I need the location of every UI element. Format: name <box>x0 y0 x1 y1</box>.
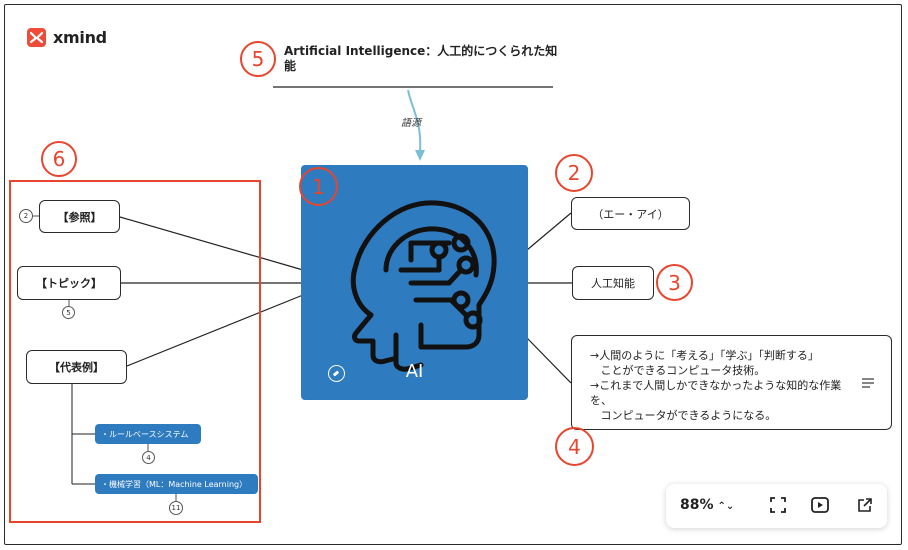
zoom-chevron-icon: ⌃⌄ <box>717 501 735 512</box>
central-topic-label: AI <box>405 361 424 382</box>
annotation-4: 4 <box>555 427 594 466</box>
rule-based-count: 4 <box>146 453 151 462</box>
node-examples[interactable]: 【代表例】 <box>26 350 127 384</box>
annotation-2: 2 <box>555 154 593 192</box>
play-icon[interactable] <box>811 496 829 514</box>
bottom-toolbar: 88%⌃⌄ <box>666 484 887 528</box>
annotation-5-label: 5 <box>251 47 265 71</box>
description-text: →人間のように「考える」「学ぶ」「判断する」 ことができるコンピュータ技術。 →… <box>590 349 842 422</box>
topic-title[interactable]: Artificial Intelligence：人工的につくられた知能 <box>284 44 558 73</box>
node-reading[interactable]: （エー・アイ） <box>571 197 690 230</box>
zoom-level: 88% <box>680 497 714 513</box>
relation-label[interactable]: 語源 <box>401 118 421 129</box>
machine-learning-count: 11 <box>171 504 181 512</box>
node-reference-label: 【参照】 <box>57 210 102 224</box>
subtopic-machine-learning[interactable]: ・機械学習（ML：Machine Learning） <box>95 474 258 494</box>
node-japanese-term-label: 人工知能 <box>591 277 635 290</box>
annotation-2-label: 2 <box>567 161 581 185</box>
node-examples-label: 【代表例】 <box>49 361 104 374</box>
annotation-1: 1 <box>299 167 338 206</box>
annotation-3: 3 <box>656 264 693 301</box>
machine-learning-count-badge[interactable]: 11 <box>169 501 183 515</box>
node-description[interactable]: →人間のように「考える」「学ぶ」「判断する」 ことができるコンピュータ技術。 →… <box>571 335 892 430</box>
annotation-6: 6 <box>41 141 77 177</box>
subtopic-rule-based-label: ・ルールベースシステム <box>101 429 189 439</box>
ai-head-icon <box>350 200 497 372</box>
node-reading-label: （エー・アイ） <box>592 207 669 221</box>
subtopic-rule-based[interactable]: ・ルールベースシステム <box>95 424 201 444</box>
share-icon[interactable] <box>856 496 874 514</box>
reference-count: 2 <box>23 212 29 220</box>
node-japanese-term[interactable]: 人工知能 <box>572 266 654 300</box>
annotation-6-label: 6 <box>52 147 66 171</box>
topic-count-badge[interactable]: 5 <box>62 306 75 319</box>
canvas-frame <box>4 4 902 545</box>
annotation-box-6 <box>9 180 261 523</box>
logo-text: xmind <box>53 28 107 47</box>
fullscreen-icon[interactable] <box>769 496 787 514</box>
node-topic-label: 【トピック】 <box>36 277 102 290</box>
note-icon[interactable] <box>862 378 874 388</box>
annotation-5: 5 <box>240 41 276 77</box>
xmind-logo: xmind <box>27 28 107 47</box>
xmind-logo-icon <box>27 28 46 47</box>
rule-based-count-badge[interactable]: 4 <box>142 451 155 464</box>
zoom-control[interactable]: 88%⌃⌄ <box>680 497 734 513</box>
node-topic[interactable]: 【トピック】 <box>17 266 121 300</box>
node-reference[interactable]: 【参照】 <box>39 200 120 233</box>
link-icon[interactable] <box>328 365 345 382</box>
annotation-4-label: 4 <box>568 434 581 459</box>
central-topic[interactable]: AI <box>301 165 528 400</box>
subtopic-machine-learning-label: ・機械学習（ML：Machine Learning） <box>101 479 248 489</box>
topic-count: 5 <box>66 308 71 317</box>
annotation-3-label: 3 <box>668 270 681 295</box>
annotation-1-label: 1 <box>312 174 325 199</box>
reference-count-badge[interactable]: 2 <box>19 209 33 223</box>
